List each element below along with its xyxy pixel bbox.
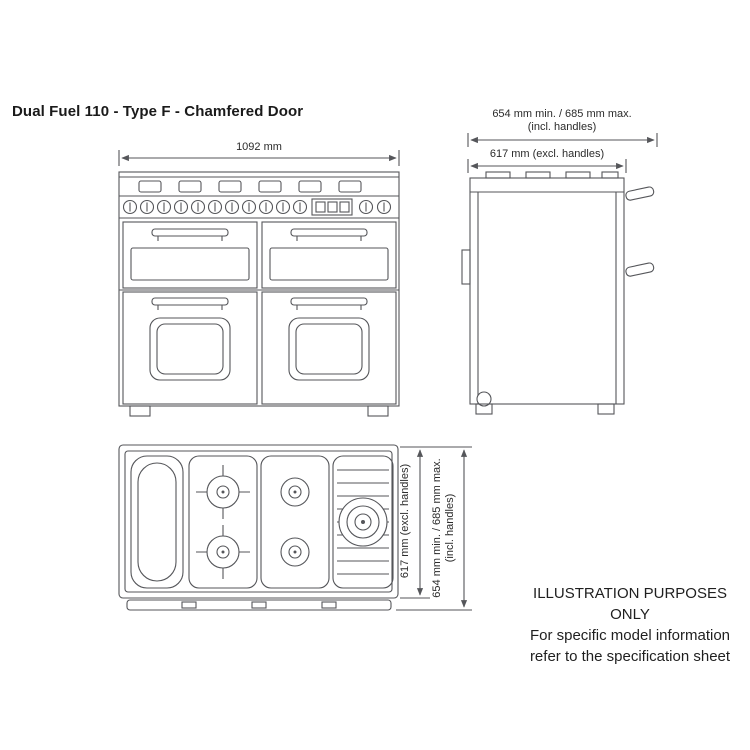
top-depth-incl-dimension: 654 mm min. / 685 mm max. (incl. handles… [396, 449, 472, 611]
page-title: Dual Fuel 110 - Type F - Chamfered Door [12, 103, 304, 120]
door-handle [151, 297, 229, 306]
top-depth-excl-label: 617 mm (excl. handles) [399, 464, 411, 578]
side-depth-incl-label-line1: 654 mm min. / 685 mm max. [492, 108, 631, 120]
gas-burner [195, 464, 251, 520]
disclaimer-line3: refer to the specification sheet [529, 648, 731, 665]
cooker-front-body [118, 171, 400, 407]
gas-burner [195, 524, 251, 580]
lower-right-oven-door [261, 291, 397, 405]
control-knob [376, 199, 392, 215]
disclaimer-line2: For specific model information [529, 627, 731, 644]
side-depth-incl-dimension: 654 mm min. / 685 mm max. (incl. handles… [467, 108, 658, 147]
side-view: 654 mm min. / 685 mm max. (incl. handles… [461, 108, 658, 415]
side-handles [625, 186, 655, 277]
top-depth-incl-label-line1: 654 mm min. / 685 mm max. [431, 458, 443, 597]
door-handle [290, 228, 368, 237]
front-rail [126, 599, 392, 611]
control-knob [139, 199, 155, 215]
disclaimer-note: ILLUSTRATION PURPOSES ONLY For specific … [515, 583, 745, 667]
upper-left-door [122, 221, 258, 289]
castor-wheel [476, 391, 492, 407]
top-depth-excl-dimension: 617 mm (excl. handles) [399, 446, 472, 599]
side-depth-excl-dimension: 617 mm (excl. handles) [467, 148, 627, 173]
control-knob [258, 199, 274, 215]
side-depth-excl-label: 617 mm (excl. handles) [490, 148, 604, 160]
upper-right-door [261, 221, 397, 289]
gas-burner [280, 537, 310, 567]
control-knob [358, 199, 374, 215]
cooktop-plan [118, 444, 399, 611]
control-knob [207, 199, 223, 215]
oven-window [288, 317, 370, 381]
hob-front-trim [138, 180, 362, 193]
disclaimer-line1: ILLUSTRATION PURPOSES ONLY [533, 585, 727, 623]
burner-grid-center [260, 455, 330, 589]
lower-left-oven-door [122, 291, 258, 405]
control-knob [224, 199, 240, 215]
rear-inlet-box [461, 249, 471, 285]
control-knob [173, 199, 189, 215]
control-knob [122, 199, 138, 215]
front-feet [129, 405, 389, 417]
control-knob [292, 199, 308, 215]
gas-burner [280, 477, 310, 507]
control-knob [241, 199, 257, 215]
burner-grid-left [188, 455, 258, 589]
wok-burner-grid [332, 455, 394, 589]
door-handle [290, 297, 368, 306]
top-depth-incl-label-line2: (incl. handles) [444, 494, 456, 562]
door-handle [151, 228, 229, 237]
control-knob [156, 199, 172, 215]
front-view: 1092 mm [118, 141, 400, 417]
cooker-side-body [469, 177, 625, 405]
oven-window [149, 317, 231, 381]
control-panel [122, 198, 392, 216]
front-width-dimension: 1092 mm [118, 141, 400, 166]
griddle-plate [130, 455, 184, 589]
clock-display [311, 198, 353, 216]
door-handle-side [625, 262, 655, 277]
door-handle-side [625, 186, 655, 201]
cooker-side [461, 171, 655, 415]
side-depth-incl-label-line2: (incl. handles) [528, 121, 596, 133]
cooker-front [118, 171, 400, 417]
side-feet [475, 403, 615, 415]
control-knob [275, 199, 291, 215]
front-width-label: 1092 mm [236, 141, 282, 153]
top-view: 617 mm (excl. handles) 654 mm min. / 685… [118, 444, 472, 611]
cooktop-outline [118, 444, 399, 599]
control-knob [190, 199, 206, 215]
side-pan-supports [485, 171, 619, 179]
